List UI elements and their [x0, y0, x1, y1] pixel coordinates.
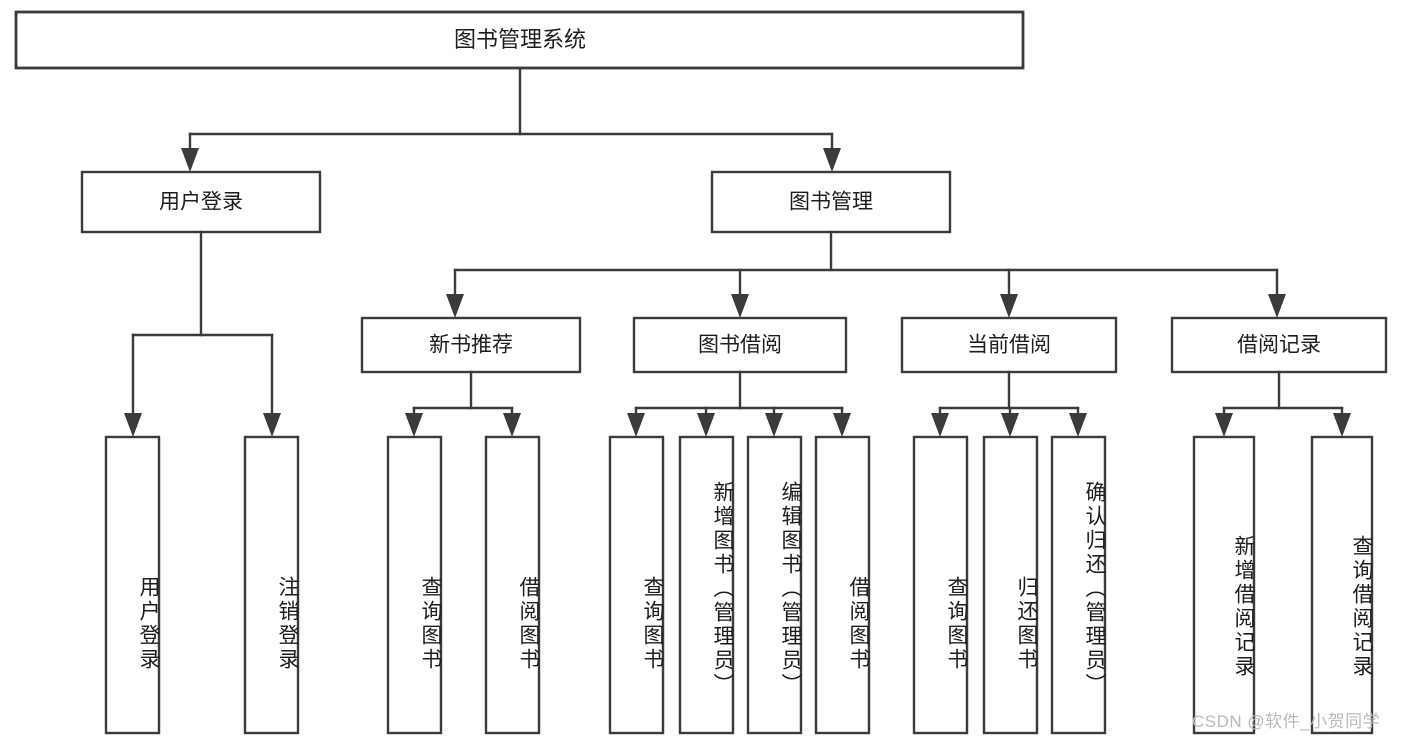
arrow-head-icon: [833, 413, 851, 437]
new-book-recommend-box: [360, 316, 582, 374]
root-label: 图书管理系统: [454, 27, 586, 52]
leaf-box-add-book[interactable]: [678, 435, 735, 735]
leaf-box-return-book[interactable]: [982, 435, 1039, 735]
arrow-head-icon: [405, 413, 423, 437]
arrow-head-icon: [503, 413, 521, 437]
arrow-head-icon: [823, 148, 841, 172]
user-login-box: [80, 170, 322, 234]
arrow-head-icon: [1069, 413, 1087, 437]
arrow-head-icon: [697, 413, 715, 437]
root-box: [14, 10, 1025, 70]
current-borrow-label: 当前借阅: [967, 334, 1051, 357]
book-borrow-label: 图书借阅: [698, 334, 782, 357]
node-root[interactable]: 图书管理系统: [14, 10, 1025, 70]
arrow-head-icon: [1333, 413, 1351, 437]
arrow-head-icon: [627, 413, 645, 437]
connector-root-to-level2: [181, 66, 841, 172]
new-book-recommend-label: 新书推荐: [429, 334, 513, 357]
leaf-box-user-login[interactable]: [104, 435, 161, 735]
arrow-head-icon: [931, 413, 949, 437]
arrow-head-icon: [1268, 294, 1286, 318]
connector-current-borrow-to-leaves: [931, 370, 1087, 437]
leaf-box-query-record[interactable]: [1310, 435, 1374, 735]
current-borrow-box: [900, 316, 1118, 374]
user-login-label: 用户登录: [159, 191, 243, 214]
book-manage-label: 图书管理: [789, 191, 873, 214]
leaf-box-query-book-c[interactable]: [912, 435, 969, 735]
csdn-watermark: CSDN @软件_小贺同学: [1192, 712, 1381, 731]
leaf-box-confirm-return[interactable]: [1050, 435, 1107, 735]
leaf-box-edit-book[interactable]: [746, 435, 803, 735]
node-user-login[interactable]: 用户登录: [80, 170, 322, 234]
connector-book-borrow-to-leaves: [627, 370, 851, 437]
arrow-head-icon: [181, 148, 199, 172]
leaf-box-query-book-a[interactable]: [386, 435, 443, 735]
node-book-manage[interactable]: 图书管理: [710, 170, 952, 234]
arrow-head-icon: [1215, 413, 1233, 437]
connector-borrow-record-to-leaves: [1215, 370, 1351, 437]
connector-book-manage-to-level3: [446, 230, 1286, 318]
leaf-boxes: [104, 435, 1374, 735]
arrow-head-icon: [124, 413, 142, 437]
node-book-borrow[interactable]: 图书借阅: [632, 316, 848, 374]
arrow-head-icon: [446, 294, 464, 318]
connector-new-book-recommend-to-leaves: [405, 370, 521, 437]
arrow-head-icon: [765, 413, 783, 437]
connector-user-login-to-leaves: [124, 230, 281, 437]
node-current-borrow[interactable]: 当前借阅: [900, 316, 1118, 374]
arrow-head-icon: [731, 294, 749, 318]
leaf-box-logout[interactable]: [243, 435, 300, 735]
borrow-record-label: 借阅记录: [1237, 334, 1321, 357]
arrow-head-icon: [1000, 294, 1018, 318]
arrow-head-icon: [263, 413, 281, 437]
node-new-book-recommend[interactable]: 新书推荐: [360, 316, 582, 374]
arrow-head-icon: [1001, 413, 1019, 437]
node-borrow-record[interactable]: 借阅记录: [1170, 316, 1388, 374]
leaf-box-borrow-book-b[interactable]: [814, 435, 871, 735]
leaf-box-borrow-book-a[interactable]: [484, 435, 541, 735]
leaf-box-add-record[interactable]: [1192, 435, 1256, 735]
leaf-box-query-book-b[interactable]: [608, 435, 665, 735]
